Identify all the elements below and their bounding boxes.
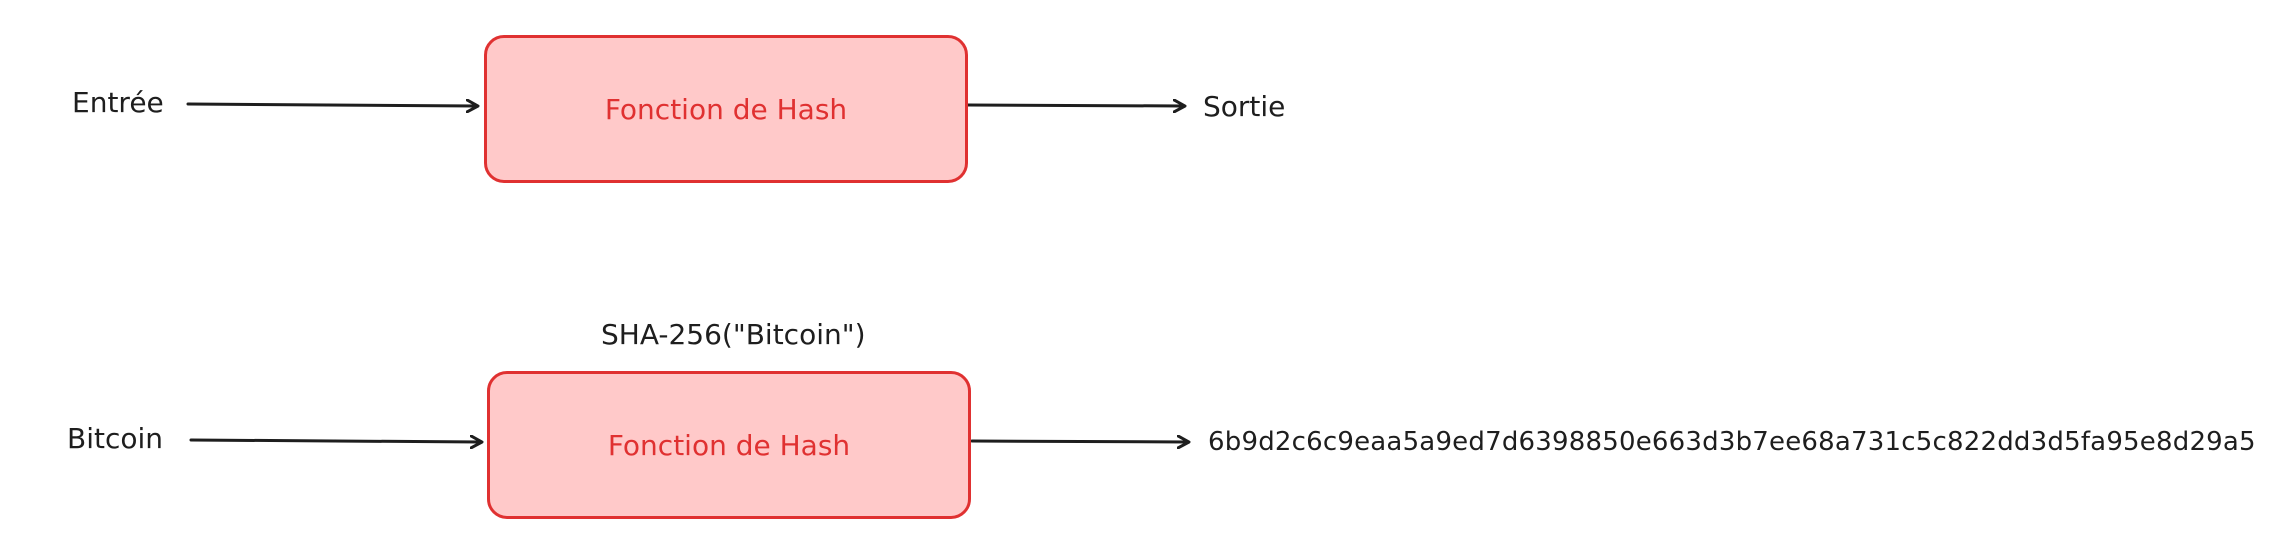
arrow-input-to-function-top — [186, 104, 477, 106]
output-label-top: Sortie — [1203, 90, 1286, 123]
arrow-input-to-function-bottom — [189, 440, 481, 442]
sha256-caption: SHA-256("Bitcoin") — [601, 318, 866, 351]
input-label-bottom: Bitcoin — [67, 422, 164, 455]
arrow-function-to-output-top — [966, 105, 1184, 106]
hash-function-box-bottom: Fonction de Hash — [487, 371, 971, 519]
hash-function-box-top: Fonction de Hash — [484, 35, 968, 183]
arrow-function-to-output-bottom — [970, 441, 1188, 442]
hash-output-value: 6b9d2c6c9eaa5a9ed7d6398850e663d3b7ee68a7… — [1208, 427, 2256, 457]
hash-function-label-top: Fonction de Hash — [604, 92, 848, 126]
hash-function-label-bottom: Fonction de Hash — [607, 428, 851, 462]
input-label-top: Entrée — [72, 86, 164, 119]
